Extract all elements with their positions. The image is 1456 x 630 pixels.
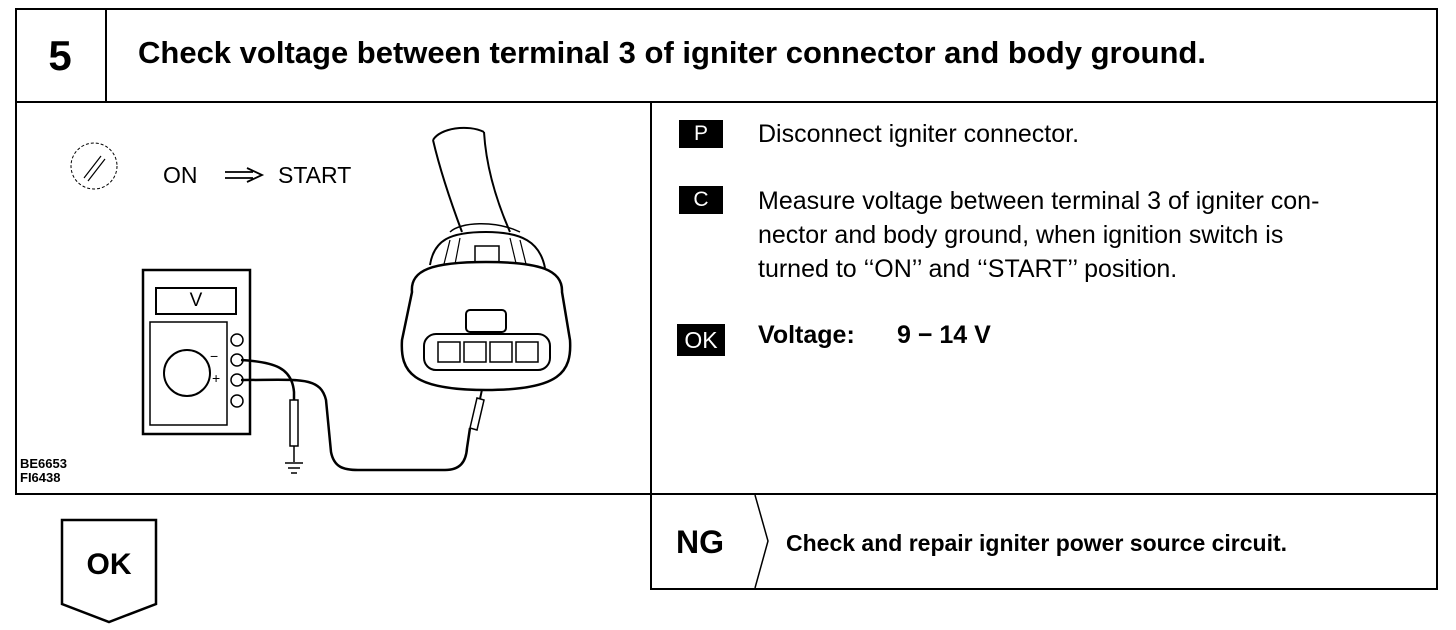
ok-result-arrow-tag [60,518,158,624]
meter-unit-label: V [189,290,203,311]
switch-start-label: START [278,162,352,188]
switch-on-label: ON [163,162,198,188]
ok-result-label: OK [86,548,132,581]
procedure-tag-ok: OK [677,324,725,356]
ignition-key-icon [70,142,118,190]
ng-label: NG [676,524,724,560]
figure-code-1: BE6653 [20,456,67,471]
step-number-divider [105,8,107,103]
positive-lead [240,378,472,472]
instruction-c-line-3: turned to ‘‘ON’’ and ‘‘START’’ position. [758,255,1178,283]
ng-chevron [754,495,769,588]
voltage-spec-value: 9 − 14 V [897,321,991,349]
negative-lead [240,358,296,400]
instruction-p-text: Disconnect igniter connector. [758,120,1080,148]
body-divider [650,101,652,495]
ground-icon [285,462,303,474]
voltmeter [141,268,252,436]
igniter-connector [400,126,572,392]
instruction-c-line-1: Measure voltage between terminal 3 of ig… [758,187,1320,215]
meter-minus-label: − [210,348,219,364]
negative-probe [289,399,299,462]
arrow-right-icon [225,167,265,183]
ng-action-text: Check and repair igniter power source ci… [786,530,1288,556]
instruction-c-line-2: nector and body ground, when ignition sw… [758,221,1284,249]
step-title: Check voltage between terminal 3 of igni… [138,35,1206,70]
meter-plus-label: + [212,370,221,386]
ng-result-box [650,493,1438,590]
test-illustration [70,126,572,474]
procedure-tag-p: P [679,120,723,148]
figure-code-2: FI6438 [20,470,61,485]
step-number: 5 [48,32,72,79]
voltage-spec-label: Voltage: [758,321,855,349]
procedure-tag-c: C [679,186,723,214]
